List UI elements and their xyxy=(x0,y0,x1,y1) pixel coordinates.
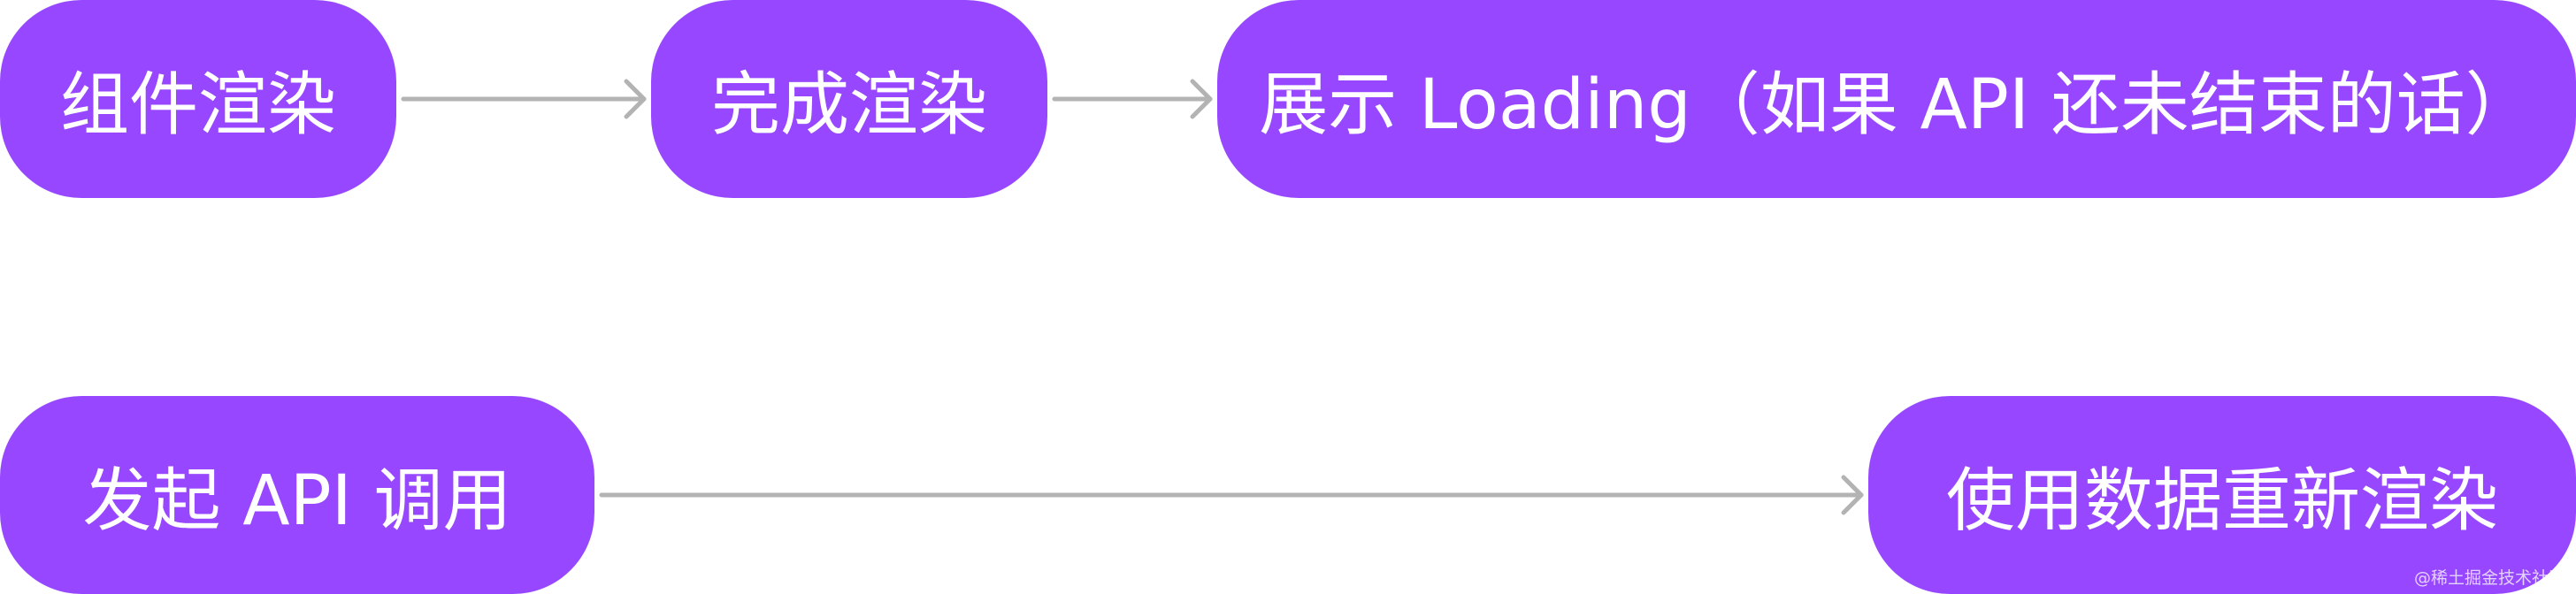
node-label: 发起 API 调用 xyxy=(82,461,512,541)
arrowhead-icon xyxy=(1841,475,1864,515)
node-show-loading: 展示 Loading（如果 API 还未结束的话） xyxy=(1217,0,2576,198)
node-render-complete: 完成渲染 xyxy=(651,0,1047,198)
node-label: 展示 Loading（如果 API 还未结束的话） xyxy=(1259,65,2534,145)
watermark: @稀土掘金技术社区 xyxy=(2413,568,2565,588)
node-label: 完成渲染 xyxy=(710,65,987,145)
node-rerender-with-data: 使用数据重新渲染 xyxy=(1868,396,2576,594)
arrowhead-icon xyxy=(624,79,647,119)
node-label: 使用数据重新渲染 xyxy=(1945,461,2498,541)
node-render-component: 组件渲染 xyxy=(0,0,396,198)
arrowhead-icon xyxy=(1190,79,1213,119)
node-label: 组件渲染 xyxy=(59,65,336,145)
node-start-api-call: 发起 API 调用 xyxy=(0,396,594,594)
